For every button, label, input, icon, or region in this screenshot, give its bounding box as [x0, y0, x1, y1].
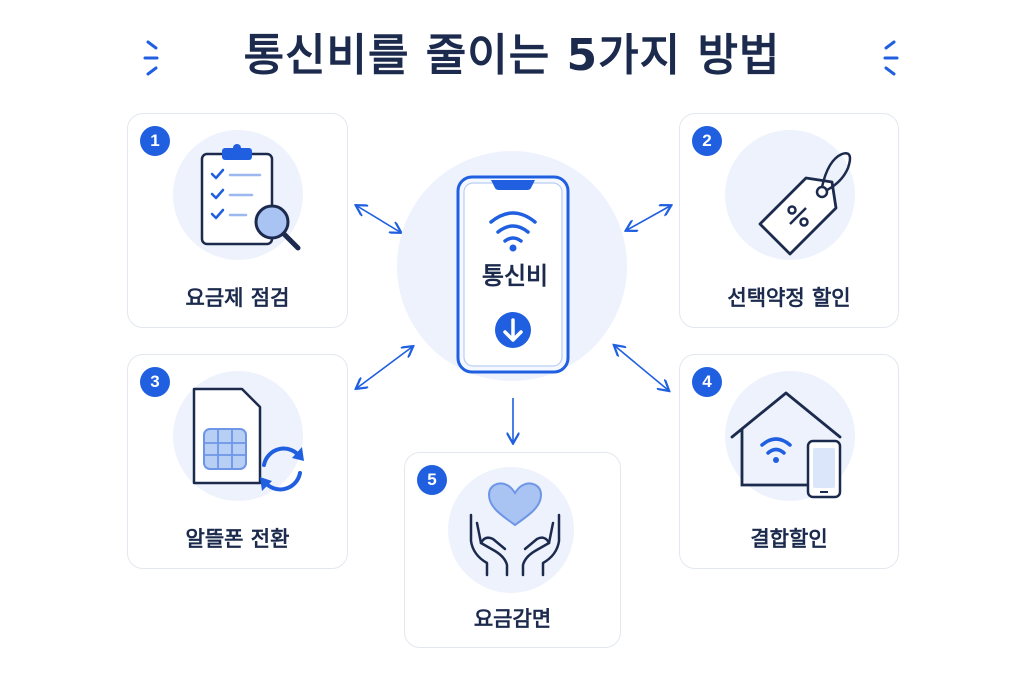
- sim-card-swap-icon: [192, 387, 304, 492]
- page-title: 통신비를 줄이는 5가지 방법: [243, 30, 781, 81]
- card-fee-reduction[interactable]: 5 요금감면: [404, 452, 621, 648]
- card-label: 요금제 점검: [185, 286, 290, 310]
- card-mvno-switch[interactable]: 3 알뜰폰 전환: [127, 354, 348, 569]
- price-tag-percent-icon: [758, 152, 852, 256]
- step-number: 5: [417, 465, 447, 495]
- home-wifi-phone-icon: [730, 391, 842, 499]
- phone-icon: [456, 175, 570, 374]
- card-bundle-discount[interactable]: 4 결합할인: [679, 354, 899, 569]
- center-label: 통신비: [481, 262, 549, 290]
- wifi-icon: [489, 211, 537, 243]
- down-arrow-icon: [495, 312, 531, 348]
- step-number: 4: [692, 367, 722, 397]
- card-label: 결합할인: [750, 527, 828, 551]
- title-decoration-right-icon: [883, 40, 899, 76]
- card-label: 알뜰폰 전환: [185, 527, 290, 551]
- clipboard-search-icon: [200, 144, 301, 251]
- arrow-to-card4: [615, 346, 668, 390]
- title-decoration-left-icon: [143, 40, 159, 76]
- step-number: 2: [692, 126, 722, 156]
- step-number: 3: [140, 367, 170, 397]
- arrow-to-card2: [627, 206, 670, 230]
- card-plan-check[interactable]: 1 요금제 점검: [127, 113, 348, 328]
- step-number: 1: [140, 126, 170, 156]
- hands-heart-icon: [469, 482, 561, 577]
- card-label: 선택약정 할인: [727, 286, 851, 310]
- arrow-to-card1: [357, 206, 400, 232]
- arrow-to-card3: [357, 347, 412, 388]
- card-contract-discount[interactable]: 2 선택약정 할인: [679, 113, 899, 328]
- card-label: 요금감면: [473, 607, 552, 631]
